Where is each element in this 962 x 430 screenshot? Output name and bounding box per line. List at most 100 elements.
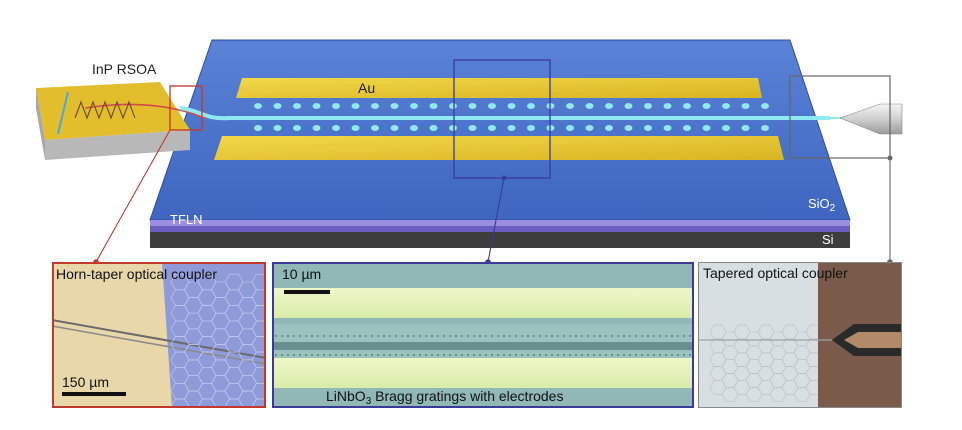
rsoa-gain-path	[84, 103, 206, 119]
bragg-dot	[605, 335, 607, 337]
bragg-grating-holes	[254, 103, 769, 131]
grating-hole	[429, 103, 438, 109]
bragg-dot	[383, 335, 385, 337]
grating-hole	[741, 103, 750, 109]
bragg-dot	[503, 335, 505, 337]
middle-scalebar-label: 10 µm	[282, 266, 322, 282]
bragg-dot	[683, 335, 685, 337]
bragg-dot	[311, 335, 313, 337]
hex-cell	[266, 376, 267, 392]
grating-hole	[566, 103, 574, 109]
tapered-coupler-panel: Tapered optical coupler	[698, 262, 902, 408]
left-scalebar	[62, 392, 126, 396]
bragg-dot	[623, 335, 625, 337]
tapered-coupler-title: Tapered optical coupler	[703, 265, 848, 281]
bragg-dot	[431, 354, 433, 356]
rsoa-side	[45, 130, 190, 160]
bragg-dot	[317, 335, 319, 337]
waveguide-core	[274, 342, 692, 350]
hex-cell	[212, 407, 230, 408]
left-waveguide-1	[54, 319, 264, 359]
bragg-dot	[617, 335, 619, 337]
bragg-dot	[563, 354, 565, 356]
bragg-dot	[479, 335, 481, 337]
electrode-band-bottom	[274, 358, 692, 388]
hex-cell	[251, 367, 264, 384]
grating-hole	[741, 125, 750, 131]
grating-hole	[624, 125, 633, 131]
sio2-label: SiO2	[808, 196, 835, 214]
bragg-dot	[443, 354, 445, 356]
bragg-dot	[677, 335, 679, 337]
horn-taper-panel: Horn-taper optical coupler 150 µm	[52, 262, 266, 408]
horn-taper-title: Horn-taper optical coupler	[56, 266, 218, 282]
bragg-dot	[665, 335, 667, 337]
bragg-dot	[497, 335, 499, 337]
grating-hole	[332, 125, 340, 131]
bragg-dot	[665, 354, 667, 356]
bragg-dot	[389, 335, 391, 337]
grating-hole	[605, 125, 613, 131]
hex-cell	[225, 398, 243, 406]
grating-hole	[585, 125, 594, 131]
bragg-dot	[371, 354, 373, 356]
bragg-dot	[569, 354, 571, 356]
bragg-dot	[569, 335, 571, 337]
bragg-dot	[437, 354, 439, 356]
bragg-dot	[461, 335, 463, 337]
bragg-dot	[413, 335, 415, 337]
bragg-dot	[647, 354, 649, 356]
bragg-dot	[479, 354, 481, 356]
grating-hole	[644, 125, 652, 131]
bragg-dot	[413, 354, 415, 356]
bragg-dots	[275, 335, 691, 356]
grating-hole	[468, 125, 477, 131]
bragg-dot	[287, 354, 289, 356]
bragg-dot	[563, 335, 565, 337]
rsoa-current-arrows	[74, 100, 136, 120]
grating-hole	[644, 103, 652, 109]
bragg-dot	[389, 354, 391, 356]
bragg-dot	[671, 354, 673, 356]
bragg-dot	[299, 354, 301, 356]
bragg-dot	[611, 335, 613, 337]
bragg-dot	[641, 354, 643, 356]
bragg-dot	[377, 354, 379, 356]
inp-rsoa-chip	[36, 82, 206, 160]
hex-cell	[185, 407, 203, 408]
bragg-dot	[677, 354, 679, 356]
grating-hole	[312, 103, 321, 109]
bragg-dot	[425, 335, 427, 337]
bragg-dot	[491, 335, 493, 337]
bragg-dot	[473, 354, 475, 356]
bragg-dot	[455, 335, 457, 337]
bragg-dot	[293, 335, 295, 337]
bragg-dot	[419, 335, 421, 337]
grating-hole	[761, 103, 769, 109]
tfln-layer	[150, 226, 850, 232]
grating-hole	[390, 125, 399, 131]
bragg-dot	[437, 335, 439, 337]
bragg-dot	[407, 335, 409, 337]
bragg-dot	[551, 354, 553, 356]
bragg-dot	[335, 335, 337, 337]
hex-cell	[171, 398, 189, 406]
hex-cell	[266, 391, 267, 407]
tfln-label: TFLN	[170, 212, 203, 227]
bragg-dot	[581, 335, 583, 337]
bragg-dot	[659, 335, 661, 337]
hex-cell	[251, 351, 264, 368]
hex-cell	[251, 336, 264, 353]
hex-cell	[251, 383, 264, 400]
bragg-dot	[635, 335, 637, 337]
left-connector-line	[95, 129, 171, 263]
bragg-dot	[467, 354, 469, 356]
bragg-dot	[383, 354, 385, 356]
bragg-micrograph	[274, 264, 692, 406]
hex-cell	[198, 398, 216, 406]
bragg-dot	[575, 354, 577, 356]
grating-hole	[507, 125, 516, 131]
fiber-tip	[839, 103, 903, 135]
grating-hole	[468, 103, 477, 109]
grating-hole	[722, 125, 730, 131]
